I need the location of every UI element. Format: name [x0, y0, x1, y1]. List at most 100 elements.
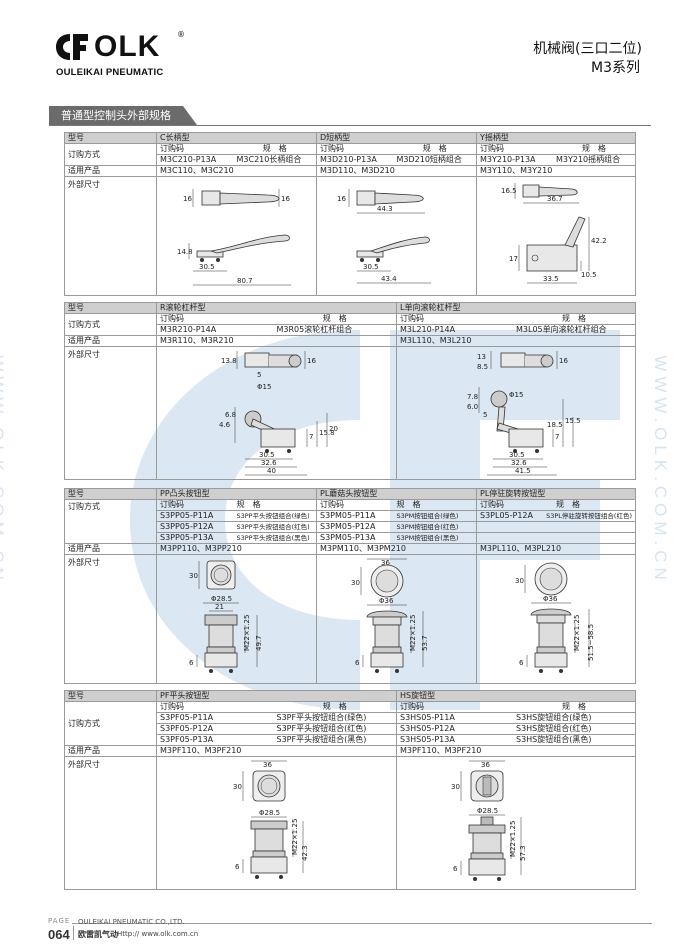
svg-text:16.5: 16.5	[501, 187, 517, 195]
section-banner: 普通型控制头外部规格	[49, 104, 651, 126]
svg-text:33.5: 33.5	[543, 275, 559, 283]
diagram-r-roller: 13.8 5 16 Φ15 4.6 6.8 7 15.8 20 30.5	[156, 346, 397, 480]
svg-text:21: 21	[215, 603, 224, 611]
table-row: 订购方式 订购码规 格 订购码规 格 订购码规 格	[64, 499, 636, 544]
svg-text:7: 7	[555, 433, 559, 441]
svg-text:16: 16	[337, 195, 346, 203]
page-header: OLK ® OULEIKAI PNEUMATIC 机械阀(三口二位) M3系列	[0, 0, 700, 95]
table-row: 适用产品 M3PP110、M3PP210 M3PM110、M3PM210 M3P…	[64, 543, 636, 555]
type-hs-name: HS旋钮型	[396, 690, 636, 702]
svg-text:16: 16	[183, 195, 192, 203]
order-subheader: 订购码规 格	[156, 499, 317, 511]
svg-text:17: 17	[509, 255, 518, 263]
type-c-name: C长柄型	[156, 132, 317, 144]
svg-text:Φ28.5: Φ28.5	[477, 807, 498, 815]
row-apply-label: 适用产品	[64, 745, 157, 757]
table-row: 外部尺寸 36 30 Φ28.5 M22×1.25 42.3	[64, 756, 636, 890]
svg-text:42.3: 42.3	[301, 845, 309, 861]
row-dims-label: 外部尺寸	[64, 554, 157, 684]
svg-text:6: 6	[355, 659, 360, 667]
col-type-label: 型号	[64, 488, 157, 500]
svg-text:36: 36	[481, 761, 490, 769]
row-order-label: 订购方式	[64, 143, 157, 166]
svg-text:53.7: 53.7	[421, 635, 429, 651]
svg-text:30.5: 30.5	[509, 451, 525, 459]
order-subheader: 订购码规 格	[396, 313, 636, 325]
svg-text:30.5: 30.5	[363, 263, 379, 271]
apply-cell: M3Y110、M3Y210	[476, 165, 636, 177]
order-subheader: 订购码规 格	[316, 143, 477, 155]
row-dims-label: 外部尺寸	[64, 756, 157, 890]
svg-text:30: 30	[189, 572, 198, 580]
svg-text:8.5: 8.5	[477, 363, 488, 371]
footer-brand: 欧雷凯气动	[78, 930, 118, 939]
svg-text:Φ36: Φ36	[543, 595, 558, 603]
row-apply-label: 适用产品	[64, 335, 157, 347]
row-apply-label: 适用产品	[64, 165, 157, 177]
page-label: PAGE	[48, 917, 71, 925]
footer-separator	[73, 926, 74, 940]
row-order-label: 订购方式	[64, 313, 157, 336]
logo-text: OLK	[94, 30, 161, 63]
svg-text:M22×1.25: M22×1.25	[291, 819, 299, 855]
svg-text:30: 30	[515, 577, 524, 585]
type-pl-name: PL停驻旋转按钮型	[476, 488, 636, 500]
spec-table-flat-knob: 型号 PF平头按钮型 HS旋钮型 订购方式 订购码规 格 订购码规 格 S3PF…	[64, 690, 636, 890]
watermark-text-right: WWW.OLK.COM.CN	[650, 355, 670, 585]
svg-text:44.3: 44.3	[377, 205, 393, 213]
svg-text:30.5: 30.5	[199, 263, 215, 271]
apply-cell: M3C110、M3C210	[156, 165, 317, 177]
page-footer: PAGE 064 OULEIKAI PNEUMATIC CO.,LTD. 欧雷凯…	[0, 908, 700, 949]
svg-text:Φ15: Φ15	[257, 383, 271, 391]
type-pf-name: PF平头按钮型	[156, 690, 397, 702]
apply-cell: M3PP110、M3PP210	[156, 543, 317, 555]
svg-text:Φ28.5: Φ28.5	[259, 809, 280, 817]
table-row: 外部尺寸 30 Φ28.5 21 M22×1.25 49.7	[64, 554, 636, 684]
table-header-row: 型号 PP凸头按钮型 PL蘑菇头按钮型 PL停驻旋转按钮型	[64, 488, 636, 500]
col-type-label: 型号	[64, 132, 157, 144]
svg-text:14.8: 14.8	[177, 248, 193, 256]
svg-text:51.5~58.5: 51.5~58.5	[587, 624, 595, 661]
type-r-name: R滚轮杠杆型	[156, 302, 397, 314]
diagram-c-handle: 16 16 14.8 30.5 80.7	[156, 176, 317, 296]
apply-cell: M3PF110、M3PF210	[156, 745, 397, 757]
svg-text:M22×1.25: M22×1.25	[509, 821, 517, 857]
svg-text:57.3: 57.3	[519, 845, 527, 861]
svg-text:32.6: 32.6	[511, 459, 527, 467]
type-pp-name: PP凸头按钮型	[156, 488, 317, 500]
table-row: 外部尺寸 16 16 14.8 30.5 80.7	[64, 176, 636, 296]
order-subheader: 订购码规 格	[156, 313, 397, 325]
diagram-pf-button: 36 30 Φ28.5 M22×1.25 42.3 6	[156, 756, 397, 890]
order-subheader: 订购码规 格	[476, 143, 636, 155]
svg-text:6.8: 6.8	[225, 411, 236, 419]
table-row: 订购方式 订购码规 格 订购码规 格	[64, 701, 636, 746]
row-order-label: 订购方式	[64, 701, 157, 746]
svg-text:30: 30	[451, 783, 460, 791]
row-apply-label: 适用产品	[64, 543, 157, 555]
apply-cell: M3PM110、M3PM210	[316, 543, 477, 555]
svg-text:4.6: 4.6	[219, 421, 231, 429]
order-cell-empty	[476, 532, 636, 544]
page-subtitle: M3系列	[591, 60, 640, 76]
apply-cell: M3D110、M3D210	[316, 165, 477, 177]
apply-cell: M3PF110、M3PF210	[396, 745, 636, 757]
row-dims-label: 外部尺寸	[64, 176, 157, 296]
svg-text:13: 13	[477, 353, 486, 361]
watermark-text-left: WWW.OLK.COM.CN	[0, 355, 7, 585]
logo-subtitle: OULEIKAI PNEUMATIC	[56, 67, 164, 78]
type-y-name: Y摇柄型	[476, 132, 636, 144]
diagram-l-roller: 13 8.5 16 Φ15 7.8 6.0 5 7 15.5 18.5	[396, 346, 636, 480]
order-subheader: 订购码规 格	[396, 701, 636, 713]
footer-url[interactable]: Http:// www.olk.com.cn	[117, 930, 199, 938]
table-row: 订购方式 订购码规 格 订购码规 格	[64, 313, 636, 336]
